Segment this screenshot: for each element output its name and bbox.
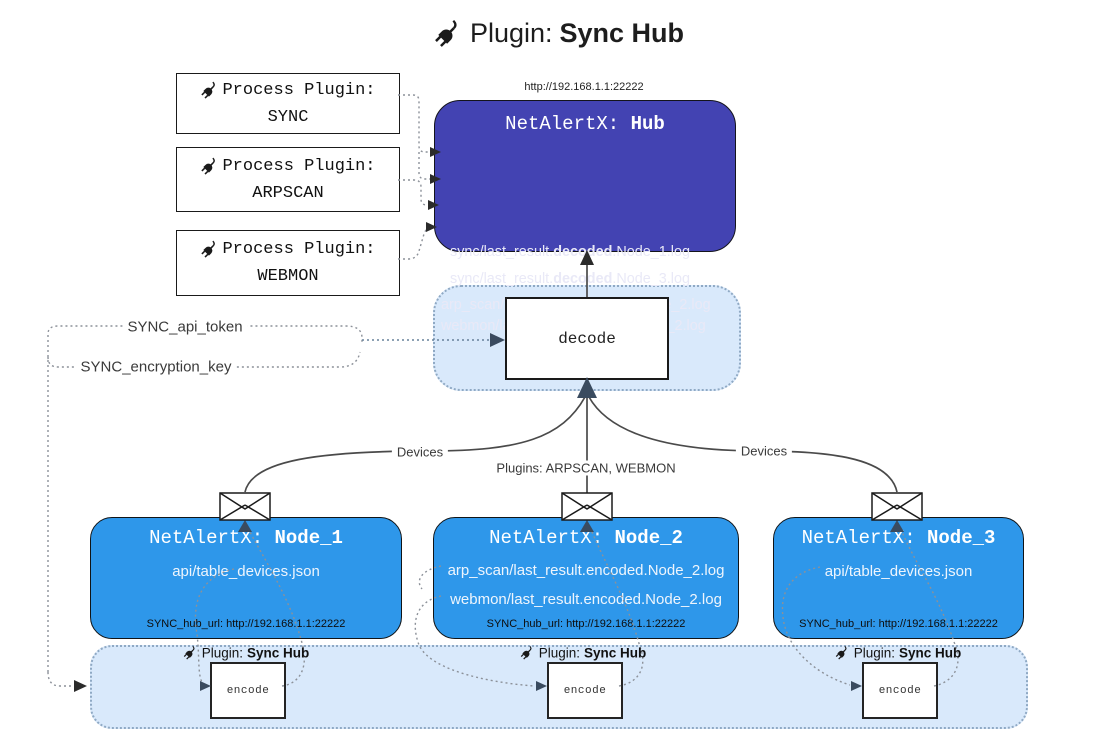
edge-arpscan-to-hub — [398, 179, 439, 210]
encode-plugin-name: Sync Hub — [899, 645, 962, 661]
edge-webmon-to-hub — [398, 222, 437, 260]
process-plugin-name: WEBMON — [257, 267, 319, 286]
edge-label-plugins: Plugins: ARPSCAN, WEBMON — [491, 460, 681, 476]
node-box-node2: NetAlertX: Node_2 arp_scan/last_result.e… — [433, 517, 739, 639]
title-name: Sync Hub — [559, 18, 685, 48]
plug-icon — [201, 81, 216, 99]
encode-plugin-name: Sync Hub — [584, 645, 647, 661]
edge-label-devices-left: Devices — [391, 444, 449, 460]
encode-plugin-prefix: Plugin: — [201, 645, 244, 661]
hub-title: NetAlertX: Hub — [435, 113, 735, 135]
node-hub-url: SYNC_hub_url: http://192.168.1.1:22222 — [486, 618, 686, 630]
envelope-icon — [219, 492, 271, 521]
envelope-icon — [871, 492, 923, 521]
process-plugin-label: Process Plugin: — [222, 80, 376, 100]
plug-icon — [201, 157, 216, 175]
encode-box: encode — [547, 662, 623, 719]
encode-plugin-label: Plugin: Sync Hub — [520, 645, 647, 661]
title-prefix: Plugin: — [469, 18, 553, 48]
node-title: NetAlertX: Node_1 — [149, 527, 343, 549]
node-box-node3: NetAlertX: Node_3 api/table_devices.json… — [773, 517, 1024, 639]
hub-title-name: Hub — [630, 113, 665, 135]
node-log-lines: arp_scan/last_result.encoded.Node_2.log … — [447, 562, 725, 608]
node-log-lines: api/table_devices.json — [824, 563, 973, 580]
hub-title-prefix: NetAlertX: — [505, 113, 631, 135]
encode-box: encode — [862, 662, 938, 719]
encode-box: encode — [210, 662, 286, 719]
encode-plugin-prefix: Plugin: — [538, 645, 581, 661]
encode-plugin-label: Plugin: Sync Hub — [183, 645, 310, 661]
hub-log-line: sync/last_result.decoded.Node_3.log — [450, 271, 690, 287]
encode-plugin-prefix: Plugin: — [853, 645, 896, 661]
encode-plugin-label: Plugin: Sync Hub — [835, 645, 962, 661]
plug-icon — [183, 645, 195, 660]
page-title: Plugin: Sync Hub — [0, 18, 1117, 49]
process-plugin-box-arpscan: Process Plugin: ARPSCAN — [176, 147, 400, 212]
process-plugin-name: SYNC — [267, 107, 309, 127]
process-plugin-box-sync: Process Plugin: SYNC — [176, 73, 400, 134]
process-plugin-label: Process Plugin: — [222, 156, 376, 176]
plug-icon — [835, 645, 847, 660]
node-title: NetAlertX: Node_3 — [801, 527, 996, 549]
sync-api-token-label: SYNC_api_token — [122, 318, 248, 336]
envelope-icon — [561, 492, 613, 521]
node-hub-url: SYNC_hub_url: http://192.168.1.1:22222 — [146, 618, 346, 630]
encode-plugin-name: Sync Hub — [247, 645, 310, 661]
hub-box: NetAlertX: Hub sync/last_result.decoded.… — [434, 100, 736, 334]
decode-box: decode — [505, 297, 669, 380]
hub-log-line: sync/last_result.decoded.Node_1.log — [450, 244, 690, 260]
hub-url-label: http://192.168.1.1:22222 — [524, 81, 644, 93]
plug-icon — [201, 240, 216, 258]
process-plugin-name: ARPSCAN — [252, 183, 324, 203]
plug-icon — [435, 19, 457, 47]
plug-icon — [520, 645, 532, 660]
sync-encryption-key-label: SYNC_encryption_key — [75, 358, 237, 376]
node-title: NetAlertX: Node_2 — [489, 527, 683, 549]
process-plugin-label: Process Plugin: — [222, 240, 376, 259]
edge-label-devices-right: Devices — [735, 443, 793, 459]
node-box-node1: NetAlertX: Node_1 api/table_devices.json… — [90, 517, 402, 639]
node-hub-url: SYNC_hub_url: http://192.168.1.1:22222 — [799, 618, 998, 630]
process-plugin-box-webmon: Process Plugin: WEBMON — [176, 230, 400, 296]
node-log-lines: api/table_devices.json — [172, 563, 320, 580]
